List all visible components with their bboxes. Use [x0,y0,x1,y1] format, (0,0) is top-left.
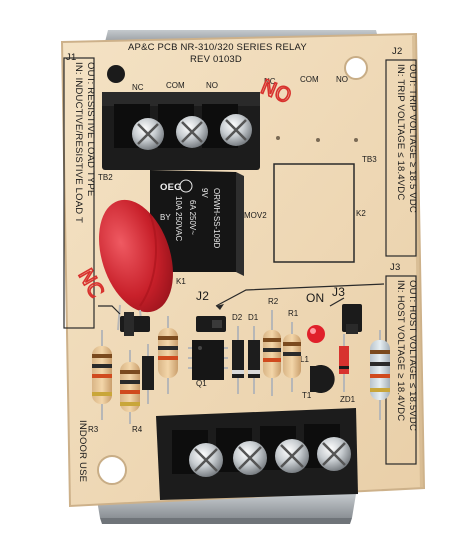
terminal-label-com: COM [166,81,185,90]
relay-rating-left: 10A 250VAC [174,196,183,241]
resistor-near-jumper [158,316,178,394]
on-label: ON [306,291,324,305]
r1-label: R1 [288,309,299,318]
relay-rating-right: 6A 250V~ [188,200,197,235]
jumper-j3 [342,304,362,334]
resistor-r1 [283,322,301,392]
empty-pads [276,136,358,142]
right-top-in-text: IN: TRIP VOLTAGE ≤ 18.4VDC [395,64,406,200]
j3-label: J3 [390,262,400,273]
transistor-t1 [310,365,335,393]
led-on-indicator [307,325,325,343]
k2-label: K2 [356,209,366,218]
right-bottom-in-text: IN: HOST VOLTAGE ≥ 18.4VDC [395,280,406,421]
r3-label: R3 [88,425,99,434]
resistor-r4 [120,350,140,424]
left-in-text: IN: INDUCTIVE/RESISTIVE LOAD T [73,62,84,223]
board-header-text: AP&C PCB NR-310/320 SERIES RELAY [128,42,307,53]
right-bottom-out-text: OUT: HOST VOLTAGE ≤ 18.5VDC [407,280,418,431]
relay-brand: OEG [160,182,182,193]
terminal-label-no: NO [206,81,218,90]
diode-left [142,344,154,404]
j2-mid-label: J2 [196,289,209,303]
relay-k1: OEG ORWH-SS-109D 9V 10A 250VAC 6A 250V~ … [150,170,244,276]
tb3-label: TB3 [362,155,377,164]
mounting-hole-top-right [344,56,368,80]
varistor-mov [99,199,173,331]
mounting-hole-top-left [107,65,125,83]
jumper-j1 [120,312,150,336]
mov2-label: MOV2 [244,211,267,220]
jumper-j2 [196,316,226,332]
r2-label: R2 [268,297,279,306]
diode-d2 [232,326,244,394]
tb2-label: TB2 [98,173,113,182]
terminal-label-no-right: NO [336,75,348,84]
d2-label: D2 [232,313,243,322]
left-out-text: OUT: RESISTIVE LOAD TYPE [85,62,96,197]
bottom-terminal-block [156,408,358,500]
j3-mid-label: J3 [332,285,345,299]
k2-footprint [273,163,355,263]
t1-label: T1 [302,391,312,400]
k1-label: K1 [176,277,186,286]
right-top-out-text: OUT: TRIP VOLTAGE ≥ 18.5 VDC [407,64,418,213]
q1-label: Q1 [196,379,207,388]
j2-top-label: J2 [392,46,402,57]
zd1-label: ZD1 [340,395,356,404]
top-terminal-block [102,92,260,170]
relay-coil: 9V [200,188,209,198]
resistor-r3 [92,330,112,420]
diode-zd1 [339,334,349,392]
r4-label: R4 [132,425,143,434]
d1-label: D1 [248,313,259,322]
diode-d1 [248,326,260,394]
resistor-r2 [263,310,281,396]
l1-label: L1 [300,355,309,364]
terminal-label-nc: NC [132,83,144,92]
mounting-hole-bottom-left [97,455,127,485]
resistor-gray [370,330,390,420]
board-revision-text: REV 0103D [190,54,242,65]
ic-q1 [188,340,228,380]
terminal-label-com-right: COM [300,75,319,84]
terminal-label-nc-right: NC [264,77,276,86]
relay-model: ORWH-SS-109D [212,188,221,249]
ul-logo-icon [179,179,193,193]
relay-by: BY [160,213,171,222]
indoor-use-text: INDOOR USE [77,420,88,482]
